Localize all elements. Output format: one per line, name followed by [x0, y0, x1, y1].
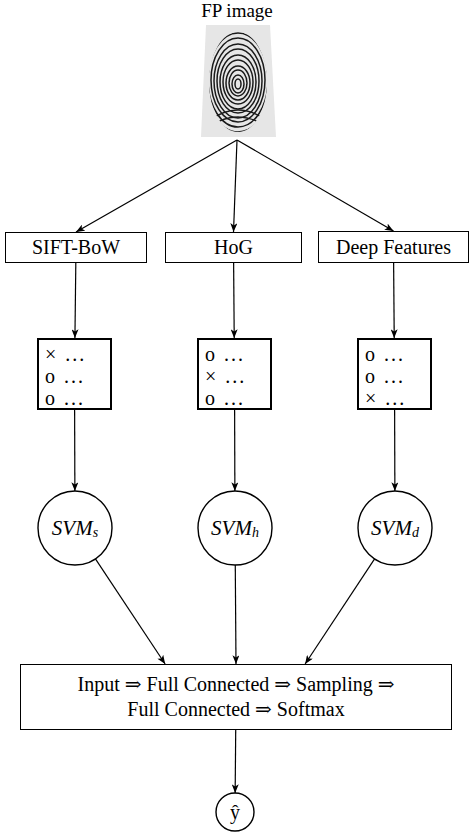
node-label: ŷ — [230, 800, 240, 825]
subscript-label: h — [252, 521, 259, 545]
text-holder: SVMh — [197, 490, 273, 566]
feature-box: SIFT-BoW — [5, 232, 147, 263]
text-holder: SVMd — [357, 490, 433, 566]
connector-arrow — [234, 410, 235, 491]
node-label: Deep Features — [336, 235, 451, 260]
classifier-circle: SVMh — [197, 490, 273, 566]
subscript-label: s — [93, 521, 98, 545]
node-label: × ... — [205, 365, 270, 387]
classifier-circle: SVMs — [37, 490, 113, 566]
text-holder: Input ⇒ Full Connected ⇒ Sampling ⇒ Full… — [21, 665, 451, 729]
connector-arrow — [237, 140, 394, 231]
node-label: × ... — [45, 343, 110, 365]
classifier-circle: SVMd — [357, 490, 433, 566]
node-label: o ... — [365, 343, 430, 365]
fingerprint-ridges — [205, 28, 271, 132]
circle-shape — [198, 491, 272, 565]
node-label: o ... — [45, 365, 110, 387]
node-label: o ... — [365, 365, 430, 387]
node-label: SVM — [52, 516, 93, 540]
circle-shape — [216, 793, 254, 831]
circle-shape — [38, 491, 112, 565]
image-background — [201, 25, 276, 137]
feature-box: Deep Features — [318, 231, 469, 263]
text-holder: SVMs — [37, 490, 113, 566]
connector-arrow — [394, 410, 395, 491]
node-label: o ... — [205, 343, 270, 365]
connector-arrow — [95, 559, 165, 664]
text-holder: × ...o ...o ... — [39, 340, 110, 409]
connector-arrow — [74, 263, 76, 338]
text-holder: Deep Features — [319, 232, 468, 262]
text-holder: SIFT-BoW — [6, 233, 146, 262]
subscript-label: d — [412, 521, 419, 545]
connector-arrow — [76, 140, 237, 232]
network-box: Input ⇒ Full Connected ⇒ Sampling ⇒ Full… — [20, 664, 452, 730]
text-holder: FP image — [190, 0, 284, 22]
circle-shape — [358, 491, 432, 565]
connector-arrow — [305, 559, 374, 664]
connector-arrow — [235, 730, 237, 793]
connector-arrow — [393, 263, 395, 338]
node-label: HoG — [214, 235, 253, 260]
vector-box: o ...o ...× ... — [357, 338, 432, 410]
fingerprint-image — [201, 25, 276, 137]
node-label: × ... — [365, 387, 430, 409]
vector-box: o ...× ...o ... — [197, 338, 272, 410]
text-holder: HoG — [166, 233, 301, 262]
node-label: SVM — [211, 516, 252, 540]
feature-box: HoG — [165, 232, 302, 263]
output-circle: ŷ — [215, 792, 255, 832]
image-node: FP image — [190, 0, 284, 140]
connector-arrow — [234, 140, 238, 232]
connector-arrow — [235, 565, 237, 664]
node-label: Input ⇒ Full Connected ⇒ Sampling ⇒ Full… — [64, 672, 409, 722]
node-label: o ... — [205, 387, 270, 409]
text-holder: o ...o ...× ... — [359, 340, 430, 409]
connector-arrow — [233, 263, 235, 338]
node-label: o ... — [45, 387, 110, 409]
node-label: SVM — [371, 516, 412, 540]
node-label: FP image — [190, 0, 284, 22]
text-holder: o ...× ...o ... — [199, 340, 270, 409]
connector-arrow — [74, 410, 75, 491]
vector-box: × ...o ...o ... — [37, 338, 112, 410]
text-holder: ŷ — [215, 792, 255, 832]
node-label: SIFT-BoW — [32, 235, 120, 260]
